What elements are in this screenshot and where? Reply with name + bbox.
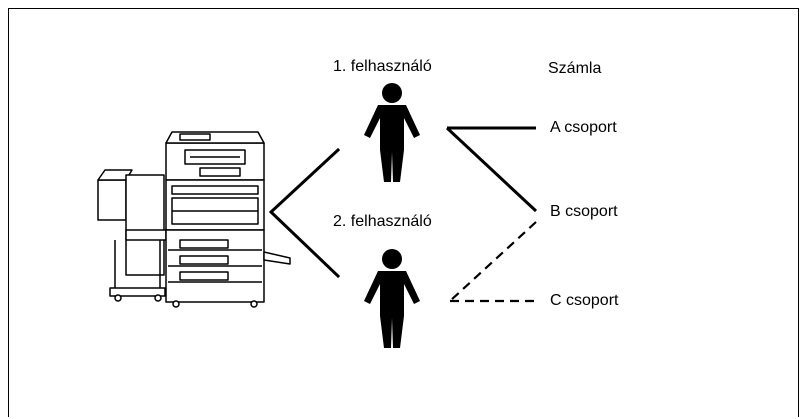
account-header: Számla <box>548 60 602 77</box>
multifunction-printer-icon <box>97 131 291 308</box>
group-c-label: C csoport <box>550 292 619 309</box>
group-b-label: B csoport <box>550 203 618 220</box>
device-user-connectors <box>268 147 341 279</box>
user1-label: 1. felhasználó <box>333 58 432 75</box>
user1-group-connectors <box>445 126 538 213</box>
user2-group-connectors <box>449 221 537 303</box>
group-a-label: A csoport <box>550 119 617 136</box>
diagram-frame <box>8 8 799 417</box>
person-icon <box>364 249 420 348</box>
user2-label: 2. felhasználó <box>333 213 432 230</box>
person-icon <box>364 83 420 182</box>
